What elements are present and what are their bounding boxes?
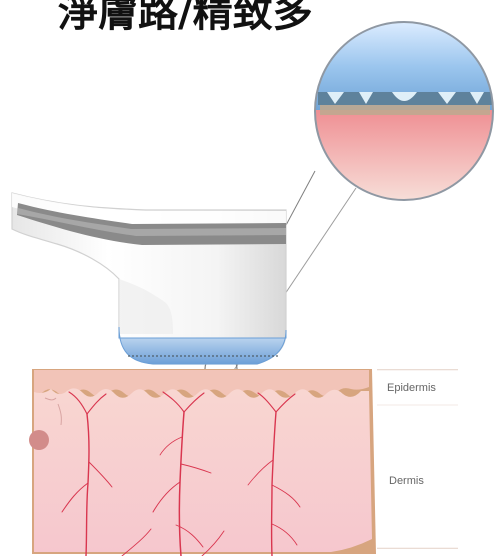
page-title: 淨膚路/精致多 [58, 0, 313, 36]
skin-cross-section [29, 369, 376, 554]
device [12, 193, 286, 364]
magnifier-bubble [315, 22, 495, 200]
layer-guides [377, 370, 458, 548]
epidermis-label: Epidermis [387, 382, 436, 394]
dermis-label: Dermis [389, 475, 424, 487]
